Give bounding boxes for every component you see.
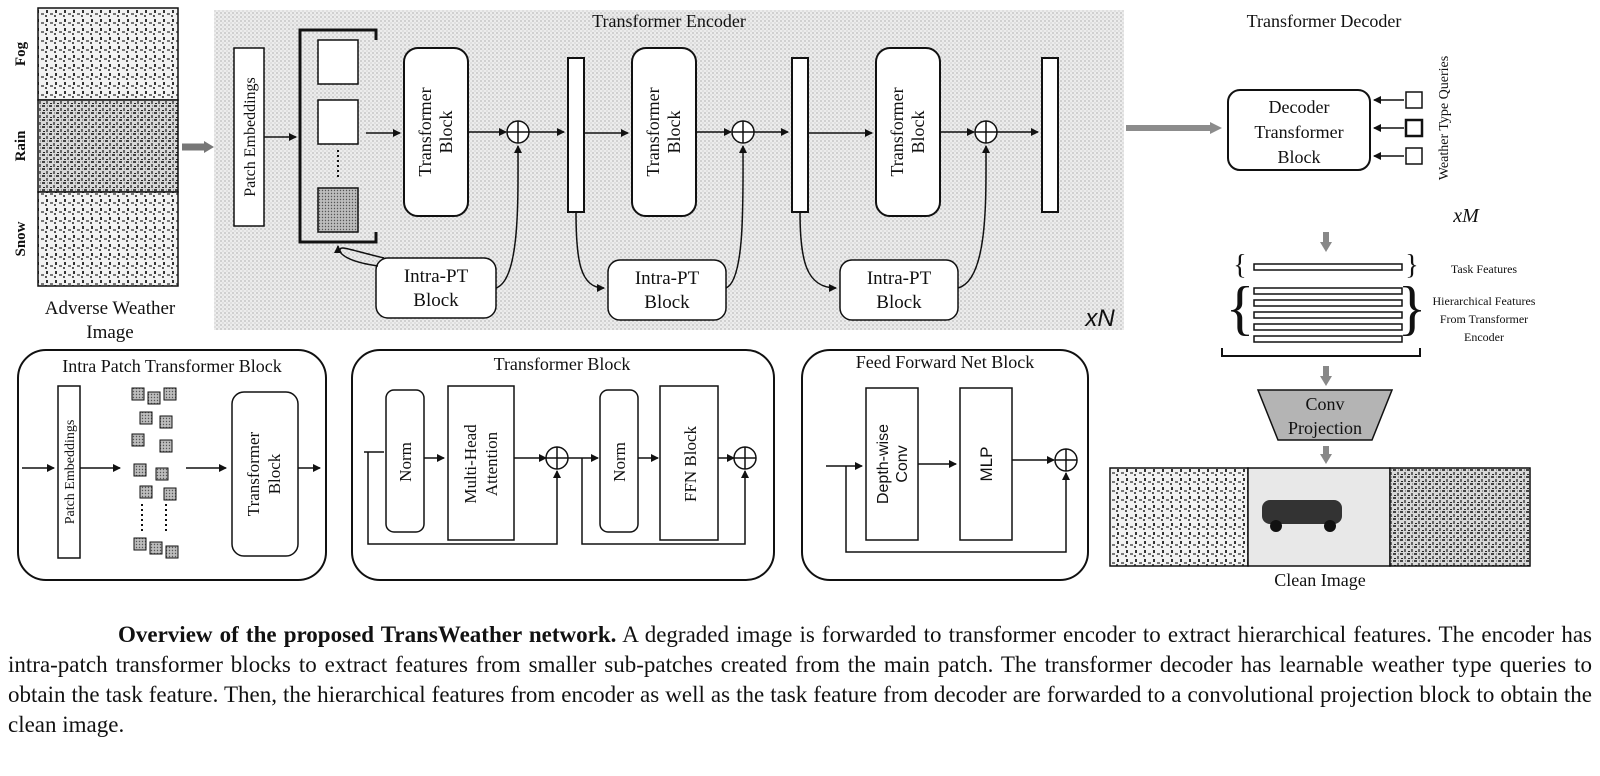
rain-image — [37, 99, 179, 193]
figure-caption: Overview of the proposed TransWeather ne… — [8, 620, 1592, 740]
ffn-panel-title: Feed Forward Net Block — [856, 352, 1034, 372]
hierarchical-features: { } — [1221, 275, 1427, 357]
hierarchical-features-label-line1: Hierarchical Features — [1433, 294, 1536, 308]
svg-text:Block: Block — [1278, 147, 1321, 167]
encoder-intra-pt-block-2: Intra-PT Block — [607, 259, 727, 321]
svg-text:Intra-PT: Intra-PT — [867, 268, 932, 289]
transformer-panel-norm-1: Norm — [396, 442, 415, 482]
svg-text:Intra-PT: Intra-PT — [635, 268, 700, 289]
transformer-panel-ffn: FFN Block — [681, 425, 700, 502]
decoder-title: Transformer Decoder — [1247, 11, 1402, 31]
hierarchical-features-label-line2: From Transformer — [1440, 312, 1528, 326]
encoder-feature-bar-3 — [1041, 57, 1059, 213]
svg-text:Conv: Conv — [1305, 394, 1344, 414]
weather-type-queries — [1373, 91, 1424, 165]
intra-patch-panel-transformer-line2: Block — [265, 453, 284, 494]
ffn-panel-dwconv-line2: Conv — [894, 445, 911, 482]
ffn-panel-dwconv-line1: Depth-wise — [875, 424, 892, 504]
caption-title: Overview of the proposed TransWeather ne… — [118, 622, 617, 647]
svg-text:Block: Block — [413, 290, 459, 311]
encoder-patch-embeddings: Patch Embeddings — [233, 47, 265, 227]
intra-patch-panel-embeddings: Patch Embeddings — [63, 420, 78, 525]
features-down-arrow-head — [1320, 376, 1332, 386]
svg-text:Block: Block — [664, 111, 684, 154]
ffn-panel: Feed Forward Net Block Depth-wise Conv M… — [801, 349, 1089, 581]
encoder-transformer-block-2: Transformer Block — [631, 47, 697, 217]
intra-patch-panel-transformer-line1: Transformer — [244, 431, 263, 516]
svg-text:Projection: Projection — [1288, 418, 1362, 438]
intra-patch-panel-title: Intra Patch Transformer Block — [62, 356, 281, 376]
task-features: { } — [1233, 250, 1418, 281]
encoder-add-2 — [731, 120, 755, 144]
svg-text:Transformer: Transformer — [887, 87, 907, 176]
transformer-panel-attention-line2: Attention — [482, 431, 501, 496]
encoder-patches — [298, 28, 378, 244]
clean-image-label: Clean Image — [1274, 570, 1365, 590]
decoder-repeat-label: xM — [1452, 205, 1480, 227]
transformer-panel-title: Transformer Block — [494, 354, 631, 374]
svg-text:Block: Block — [644, 292, 690, 313]
svg-text:}: } — [1405, 250, 1418, 281]
encoder-add-1 — [506, 120, 530, 144]
encoder-transformer-block-3: Transformer Block — [875, 47, 941, 217]
svg-text:{: { — [1226, 275, 1255, 341]
hierarchical-features-label-line3: Encoder — [1464, 330, 1504, 344]
conv-projection: Conv Projection — [1256, 389, 1394, 441]
svg-text:Block: Block — [876, 292, 922, 313]
conv-down-arrow-head — [1320, 454, 1332, 464]
svg-text:}: } — [1398, 275, 1427, 341]
svg-text:Transformer: Transformer — [1254, 122, 1343, 142]
fog-label: Fog — [13, 41, 29, 66]
weather-queries-label: Weather Type Queries — [1437, 56, 1452, 180]
input-arrow-head — [204, 141, 214, 153]
encoder-intra-pt-block-1: Intra-PT Block — [375, 257, 497, 319]
fog-image — [37, 7, 179, 101]
decoder-down-arrow-head — [1320, 242, 1332, 252]
decoder-transformer-block: Decoder Transformer Block — [1227, 89, 1371, 171]
svg-text:Transformer: Transformer — [643, 87, 663, 176]
svg-text:Block: Block — [908, 111, 928, 154]
input-image-label-line1: Adverse Weather — [45, 298, 176, 319]
svg-text:{: { — [1233, 250, 1246, 281]
transformer-block-panel: Transformer Block Norm Multi-Head Attent… — [351, 349, 775, 581]
encoder-add-3 — [974, 120, 998, 144]
input-image-label-line2: Image — [86, 322, 133, 343]
encoder-intra-pt-block-3: Intra-PT Block — [839, 259, 959, 321]
transweather-architecture-diagram: Fog Rain Snow Adverse Weather Image Tran… — [13, 7, 1536, 590]
transformer-panel-attention-line1: Multi-Head — [461, 424, 480, 504]
task-features-label: Task Features — [1451, 262, 1517, 276]
caption-body: A degraded image is forwarded to transfo… — [8, 622, 1592, 737]
ffn-panel-mlp: MLP — [977, 447, 996, 482]
snow-image — [37, 191, 179, 287]
encoder-transformer-block-1: Transformer Block — [403, 47, 469, 217]
clean-images — [1109, 467, 1531, 567]
snow-label: Snow — [13, 221, 29, 256]
transformer-panel-norm-2: Norm — [610, 442, 629, 482]
svg-text:Block: Block — [436, 111, 456, 154]
encoder-feature-bar-1 — [567, 57, 585, 213]
input-images: Fog Rain Snow Adverse Weather Image — [13, 7, 179, 343]
encoder-title: Transformer Encoder — [592, 11, 746, 31]
svg-text:Decoder: Decoder — [1269, 97, 1330, 117]
encoder-to-decoder-arrow-head — [1210, 122, 1222, 134]
svg-text:Patch Embeddings: Patch Embeddings — [242, 77, 259, 197]
rain-label: Rain — [13, 130, 29, 162]
encoder-repeat-label: xN — [1084, 305, 1115, 332]
svg-text:Transformer: Transformer — [415, 87, 435, 176]
encoder-feature-bar-2 — [791, 57, 809, 213]
svg-text:Intra-PT: Intra-PT — [404, 266, 469, 287]
intra-patch-panel: Intra Patch Transformer Block Patch Embe… — [17, 349, 327, 581]
sub-patches — [131, 387, 179, 559]
